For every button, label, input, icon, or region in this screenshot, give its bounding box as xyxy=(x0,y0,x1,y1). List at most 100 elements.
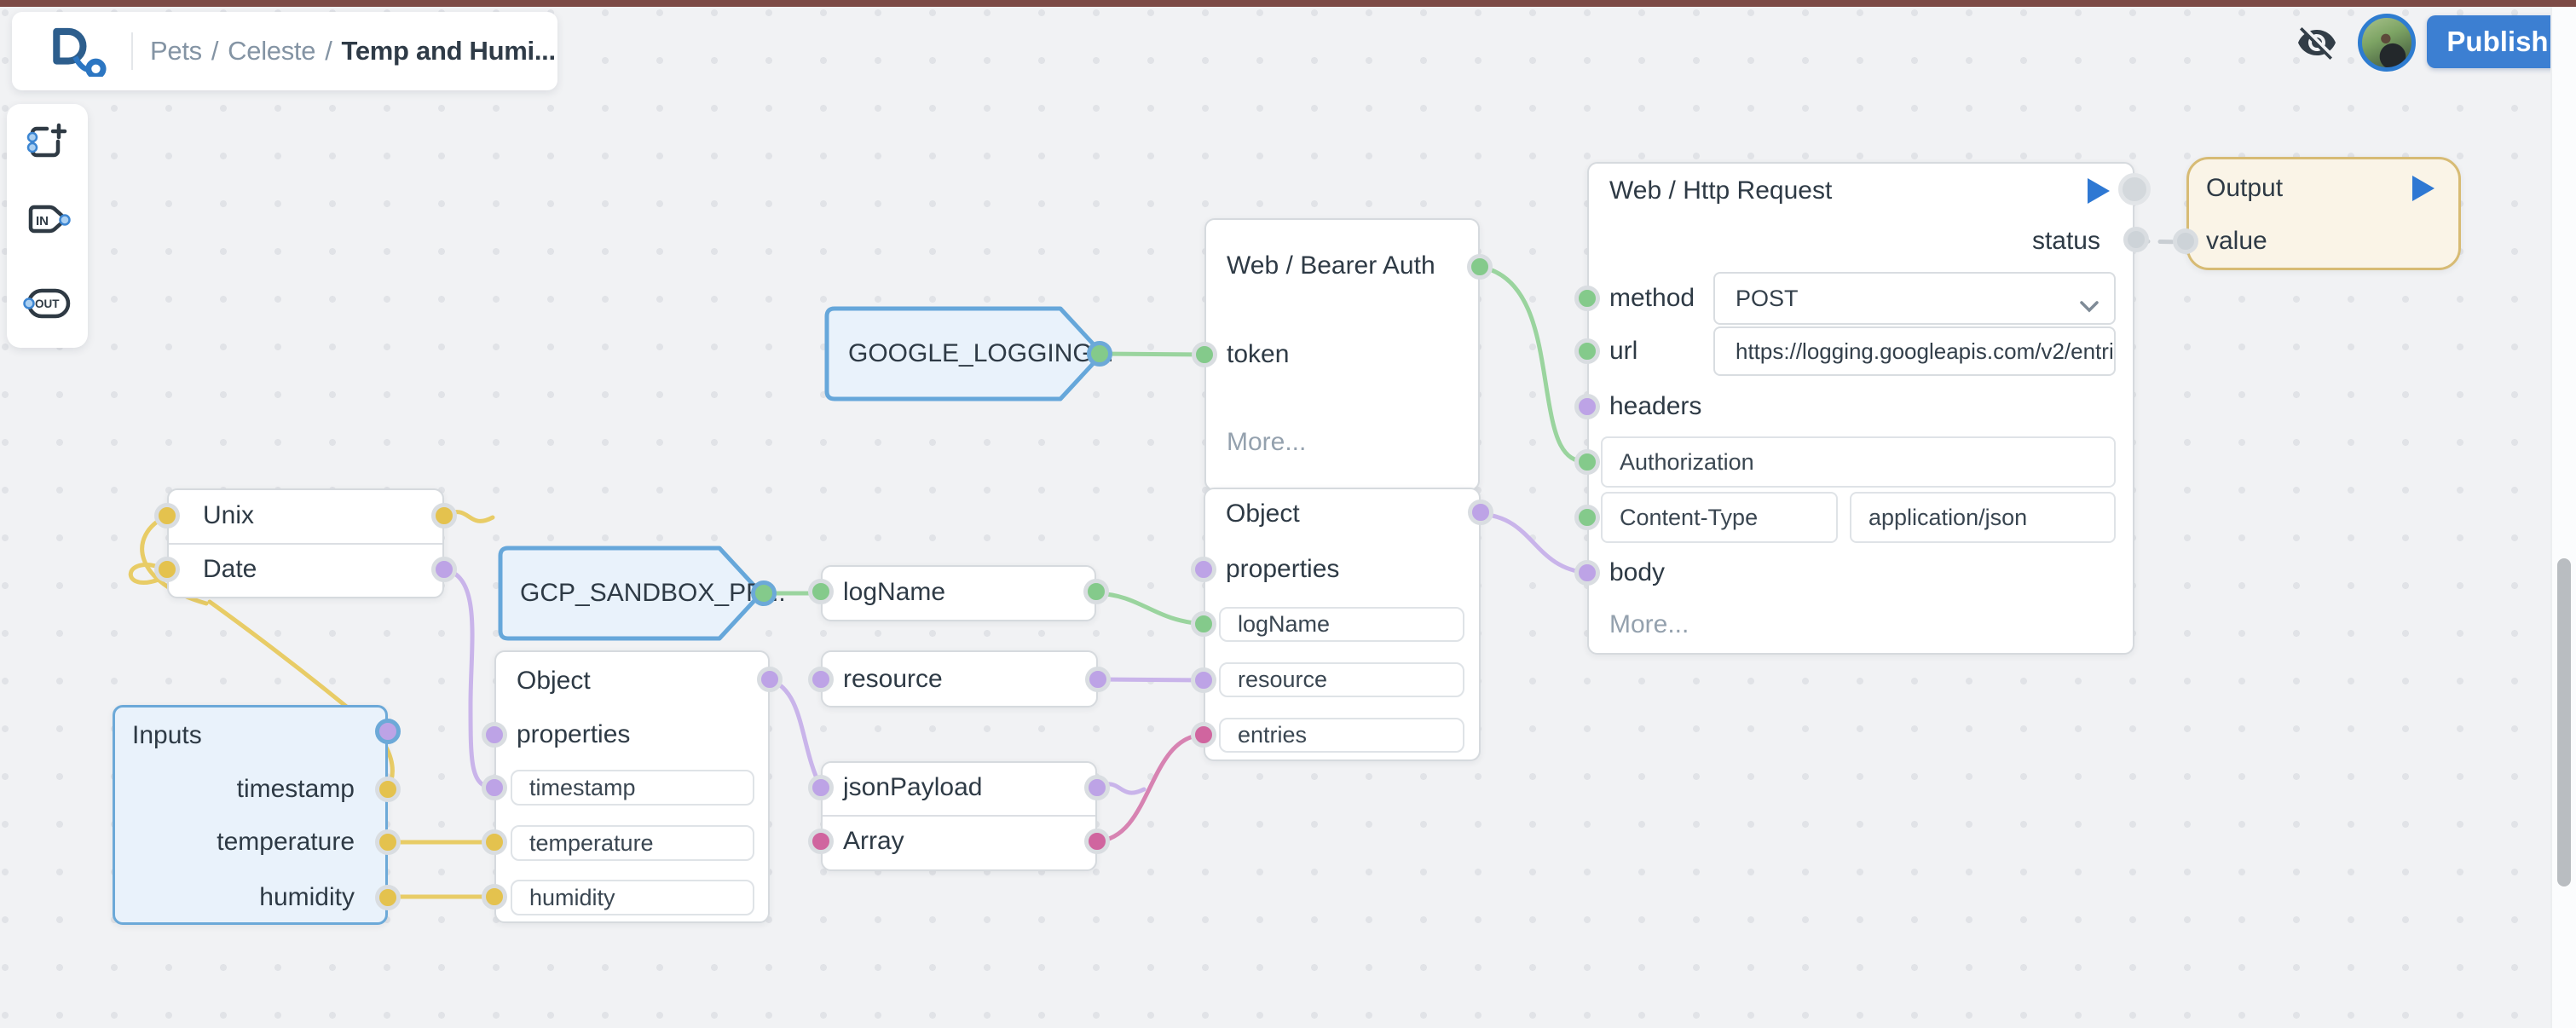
jsonpayload-output-port[interactable] xyxy=(1084,775,1110,800)
status-output-port[interactable] xyxy=(2123,227,2149,252)
header-value-input[interactable]: application/json xyxy=(1850,492,2116,543)
url-input-port[interactable] xyxy=(1574,338,1600,364)
url-value: https://logging.googleapis.com/v2/entrie… xyxy=(1736,338,2116,364)
date-input-port[interactable] xyxy=(154,557,180,582)
input-port[interactable] xyxy=(808,667,834,692)
input-port[interactable] xyxy=(808,579,834,604)
method-input-port[interactable] xyxy=(1574,286,1600,311)
output-port[interactable] xyxy=(1083,579,1109,604)
properties-input-port[interactable] xyxy=(482,722,507,748)
inputs-output-port[interactable] xyxy=(375,719,401,744)
value-input-port[interactable] xyxy=(2173,228,2198,254)
wire-date-to-timestamp xyxy=(442,567,497,790)
logname-input-port[interactable] xyxy=(1191,611,1216,637)
headers-input-port[interactable] xyxy=(1574,394,1600,419)
input-label-body: body xyxy=(1609,558,1666,586)
authorization-input-port[interactable] xyxy=(1574,449,1600,475)
date-output-port[interactable] xyxy=(431,557,457,582)
breadcrumb-folder[interactable]: Celeste xyxy=(228,36,316,66)
avatar[interactable] xyxy=(2358,14,2416,72)
unix-output-port[interactable] xyxy=(431,503,457,528)
wire-bearer-to-authorization xyxy=(1477,264,1590,465)
node-category: Web xyxy=(1227,251,1279,280)
body-input-port[interactable] xyxy=(1574,560,1600,586)
content-type-input-port[interactable] xyxy=(1574,505,1600,530)
property-key-input[interactable]: logName xyxy=(1219,607,1464,642)
array-input-port[interactable] xyxy=(808,829,834,854)
output-port[interactable] xyxy=(751,580,777,606)
url-input[interactable]: https://logging.googleapis.com/v2/entrie… xyxy=(1713,326,2116,376)
node-object-payload[interactable]: Object properties timestamp temperature … xyxy=(482,650,783,923)
output-port[interactable] xyxy=(1087,341,1112,367)
node-toolbar: IN OUT xyxy=(7,104,88,348)
node-resource[interactable]: resource xyxy=(808,650,1111,707)
row-label-jsonpayload: jsonPayload xyxy=(843,773,983,801)
header-key-input[interactable]: Authorization xyxy=(1601,436,2116,488)
property-key-input[interactable]: timestamp xyxy=(511,770,754,806)
entries-input-port[interactable] xyxy=(1191,722,1216,748)
property-key-input[interactable]: entries xyxy=(1219,718,1464,753)
property-key-input[interactable]: humidity xyxy=(511,880,754,915)
temperature-input-port[interactable] xyxy=(482,829,507,855)
output-port[interactable] xyxy=(757,667,783,692)
node-title: Object xyxy=(517,667,591,695)
output-port[interactable] xyxy=(1085,667,1111,692)
run-node-button[interactable] xyxy=(2412,176,2434,201)
properties-input-port[interactable] xyxy=(1191,557,1216,582)
unix-input-port[interactable] xyxy=(154,503,180,528)
eye-off-icon[interactable] xyxy=(2296,22,2337,63)
timestamp-input-port[interactable] xyxy=(482,775,507,800)
add-output-icon[interactable]: OUT xyxy=(22,288,72,323)
trigger-port[interactable] xyxy=(2118,173,2151,205)
row-label-array: Array xyxy=(843,827,904,855)
array-output-port[interactable] xyxy=(1084,829,1110,854)
node-gcp-sandbox-secret[interactable]: GCP_SANDBOX_PR... xyxy=(496,544,786,643)
node-bearer-auth[interactable]: Web / Bearer Auth token More... xyxy=(1192,218,1493,491)
method-select[interactable]: POST xyxy=(1713,272,2116,325)
humidity-input-port[interactable] xyxy=(482,884,507,910)
humidity-output-port[interactable] xyxy=(375,885,401,910)
timestamp-output-port[interactable] xyxy=(375,777,401,802)
wire-date-left-curl xyxy=(128,563,170,585)
output-port[interactable] xyxy=(1468,500,1493,525)
add-input-icon[interactable]: IN xyxy=(24,205,72,240)
token-input-port[interactable] xyxy=(1192,342,1217,367)
node-label: GCP_SANDBOX_PR... xyxy=(520,579,786,607)
breadcrumb-project[interactable]: Pets xyxy=(150,36,202,66)
app-logo-icon[interactable] xyxy=(39,26,121,77)
breadcrumb-separator: / xyxy=(325,36,332,66)
node-unix-date[interactable]: Unix Date xyxy=(154,488,457,598)
wire-object-to-jsonpayload xyxy=(767,677,823,790)
node-jsonpayload-array[interactable]: jsonPayload Array xyxy=(808,761,1110,871)
input-label-headers: headers xyxy=(1609,392,1702,420)
add-node-icon[interactable] xyxy=(26,123,70,166)
output-label-timestamp: timestamp xyxy=(236,775,355,803)
property-key-input[interactable]: resource xyxy=(1219,662,1464,697)
breadcrumb-card: Pets / Celeste / Temp and Humi... xyxy=(12,12,557,90)
breadcrumb: Pets / Celeste / Temp and Humi... xyxy=(150,12,556,90)
property-key: entries xyxy=(1238,722,1308,748)
node-logname[interactable]: logName xyxy=(808,565,1109,621)
jsonpayload-input-port[interactable] xyxy=(808,775,834,800)
node-output[interactable]: Output value xyxy=(2173,157,2461,270)
header-key-input[interactable]: Content-Type xyxy=(1601,492,1838,543)
node-object-request-body[interactable]: Object properties logName resource entri… xyxy=(1191,488,1493,761)
input-label-token: token xyxy=(1227,340,1290,368)
node-google-logging-secret[interactable]: GOOGLE_LOGGING... xyxy=(823,304,1114,403)
row-label-date: Date xyxy=(203,555,257,583)
run-node-button[interactable] xyxy=(2088,178,2110,204)
publish-button[interactable]: Publish xyxy=(2427,15,2568,68)
resource-input-port[interactable] xyxy=(1191,667,1216,693)
output-port[interactable] xyxy=(1467,254,1493,280)
vertical-scrollbar-thumb[interactable] xyxy=(2557,558,2571,887)
row-divider xyxy=(823,815,1095,817)
more-link[interactable]: More... xyxy=(1227,428,1307,456)
more-link[interactable]: More... xyxy=(1609,610,1689,638)
node-title: Output xyxy=(2206,174,2284,202)
temperature-output-port[interactable] xyxy=(375,829,401,855)
node-http-request[interactable]: Web / Http Request status method POST ur… xyxy=(1574,162,2151,655)
property-key-input[interactable]: temperature xyxy=(511,825,754,861)
property-key: logName xyxy=(1238,611,1331,637)
node-inputs[interactable]: Inputs timestamp temperature humidity xyxy=(113,705,401,925)
